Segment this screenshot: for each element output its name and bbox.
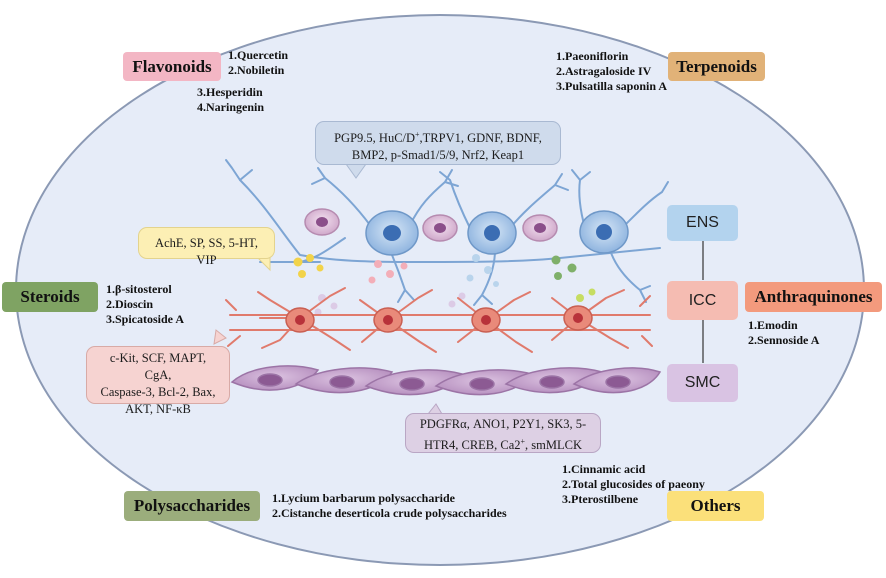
flavonoids-list-b: 3.Hesperidin 4.Naringenin — [197, 85, 264, 115]
layer-icc: ICC — [667, 281, 738, 320]
list-item: 3.Pterostilbene — [562, 492, 639, 506]
list-item: 1.Quercetin — [228, 48, 289, 62]
list-item: 4.Naringenin — [197, 100, 265, 114]
category-anthraquinones: Anthraquinones — [745, 282, 882, 312]
neurotransmitter-bubble: AchE, SP, SS, 5-HT, VIP — [138, 227, 275, 267]
smooth-muscle-cells — [230, 365, 662, 396]
flavonoids-list-a: 1.Quercetin 2.Nobiletin — [228, 48, 288, 78]
icc-cells — [285, 305, 593, 333]
layer-label: ENS — [686, 214, 719, 231]
marker-text: PGP9.5, HuC/D — [334, 131, 416, 146]
list-item: 1.Cinnamic acid — [562, 462, 646, 476]
layer-label: SMC — [684, 374, 721, 391]
neurotransmitter-dots — [293, 254, 596, 316]
category-label: Polysaccharides — [133, 496, 251, 515]
list-item: 3.Pulsatilla saponin A — [556, 79, 668, 93]
list-item: 2.Nobiletin — [228, 63, 285, 77]
marker-text: HTR4, CREB, Ca2 — [423, 438, 521, 453]
category-label: Others — [690, 496, 741, 515]
category-label: Steroids — [20, 287, 80, 306]
icc-bubble-tail — [213, 329, 227, 345]
list-item: 1.Lycium barbarum polysaccharide — [272, 491, 456, 505]
category-label: Flavonoids — [132, 56, 212, 76]
list-item: 2.Total glucosides of paeony — [562, 477, 705, 491]
category-label: Terpenoids — [676, 56, 757, 76]
anthraquinones-list: 1.Emodin 2.Sennoside A — [748, 318, 819, 348]
category-polysaccharides: Polysaccharides — [124, 491, 260, 521]
category-steroids: Steroids — [2, 282, 98, 312]
marker-text: AchE, SP, SS, 5-HT, VIP — [155, 236, 258, 267]
smc-markers-bubble: PDGFRα, ANO1, P2Y1, SK3, 5- HTR4, CREB, … — [405, 413, 601, 453]
category-flavonoids: Flavonoids — [123, 52, 221, 81]
list-item: 3.Spicatoside A — [106, 312, 185, 326]
marker-text: BMP2, p-Smad1/5/9, Nrf2, Keap1 — [351, 148, 525, 163]
list-item: 2.Astragaloside IV — [556, 64, 652, 78]
marker-text: ,TRPV1, GDNF, BDNF, — [419, 131, 542, 146]
layer-ens: ENS — [667, 205, 738, 241]
terpenoids-list: 1.Paeoniflorin 2.Astragaloside IV 3.Puls… — [556, 49, 667, 94]
list-item: 2.Sennoside A — [748, 333, 820, 347]
steroids-list: 1.β-sitosterol 2.Dioscin 3.Spicatoside A — [106, 282, 184, 327]
list-item: 3.Hesperidin — [197, 85, 263, 99]
marker-text: PDGFRα, ANO1, P2Y1, SK3, 5- — [419, 417, 587, 431]
layer-label: ICC — [688, 291, 717, 309]
list-item: 1.Paeoniflorin — [556, 49, 629, 63]
marker-text: Caspase-3, Bcl-2, Bax, — [100, 385, 216, 399]
others-list: 1.Cinnamic acid 2.Total glucosides of pa… — [562, 462, 705, 507]
category-label: Anthraquinones — [754, 287, 873, 306]
category-others: Others — [667, 491, 764, 521]
marker-text: AKT, NF-κB — [125, 402, 191, 416]
marker-superscript: + — [520, 437, 526, 446]
icc-markers-bubble: c-Kit, SCF, MAPT, CgA, Caspase-3, Bcl-2,… — [86, 346, 230, 416]
polysaccharides-list: 1.Lycium barbarum polysaccharide 2.Cista… — [272, 491, 507, 521]
category-terpenoids: Terpenoids — [668, 52, 765, 81]
layer-smc: SMC — [667, 364, 738, 402]
list-item: 1.Emodin — [748, 318, 798, 332]
ens-markers-bubble: PGP9.5, HuC/D+,TRPV1, GDNF, BDNF, BMP2, … — [315, 121, 561, 165]
ens-bubble-tail — [345, 163, 367, 179]
neuron-bodies — [304, 208, 629, 256]
marker-text: c-Kit, SCF, MAPT, CgA, — [109, 351, 207, 382]
marker-text: , smMLCK — [525, 438, 582, 453]
list-item: 2.Cistanche deserticola crude polysaccha… — [272, 506, 507, 520]
list-item: 1.β-sitosterol — [106, 282, 172, 296]
list-item: 2.Dioscin — [106, 297, 154, 311]
marker-superscript: + — [415, 130, 420, 139]
